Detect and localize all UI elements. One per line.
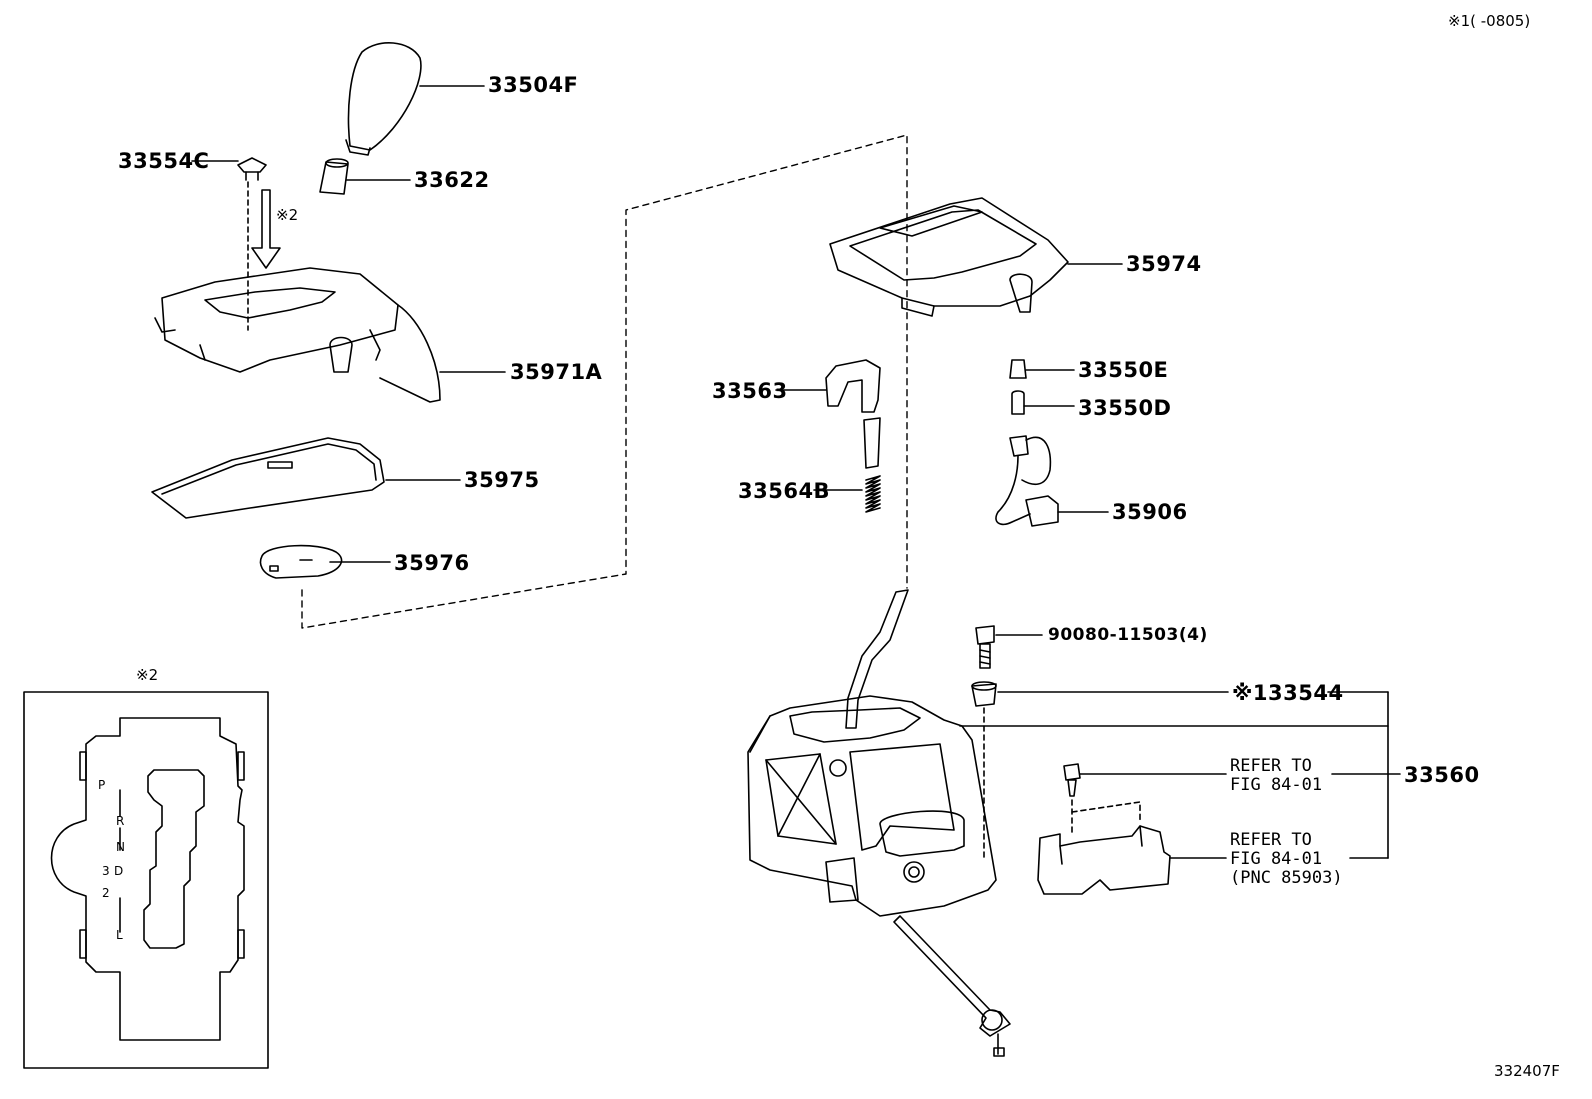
position-indicator-clip-part bbox=[192, 158, 266, 330]
gate-label-3: 3 bbox=[102, 864, 110, 878]
refer-note-2-line-1: REFER TO bbox=[1230, 830, 1312, 850]
part-label-35975[interactable]: 35975 bbox=[464, 468, 540, 492]
arrow-note: ※2 bbox=[276, 206, 299, 224]
indicator-plate-part bbox=[152, 438, 460, 518]
refer-note-2-line-3: (PNC 85903) bbox=[1230, 868, 1343, 888]
bolt-part bbox=[976, 626, 1042, 668]
slide-cover-part bbox=[261, 546, 390, 578]
shift-lever-assembly-part bbox=[748, 590, 1010, 1056]
wire-harness-part bbox=[996, 436, 1108, 526]
direction-arrow bbox=[252, 190, 280, 268]
inset-detail-box bbox=[24, 692, 268, 1068]
part-label-35971A[interactable]: 35971A bbox=[510, 360, 603, 384]
screw-part bbox=[1064, 764, 1226, 832]
dashed-linkage bbox=[302, 135, 907, 628]
part-label-33560[interactable]: 33560 bbox=[1404, 763, 1480, 787]
figure-code: 332407F bbox=[1494, 1062, 1560, 1080]
refer-note-2-line-2: FIG 84-01 bbox=[1230, 849, 1323, 869]
part-label-35974[interactable]: 35974 bbox=[1126, 252, 1202, 276]
part-label-33504F[interactable]: 33504F bbox=[488, 73, 579, 97]
part-label-35906[interactable]: 35906 bbox=[1112, 500, 1188, 524]
bulb-parts bbox=[1010, 360, 1074, 414]
refer-note-1-line-1: REFER TO bbox=[1230, 756, 1312, 776]
compression-spring-part bbox=[814, 476, 880, 512]
part-label-33564B[interactable]: 33564B bbox=[738, 479, 831, 503]
indicator-housing-part bbox=[155, 268, 505, 402]
part-label-33622[interactable]: 33622 bbox=[414, 168, 490, 192]
part-label-33554C[interactable]: 33554C bbox=[118, 149, 210, 173]
part-label-33563[interactable]: 33563 bbox=[712, 379, 788, 403]
refer-note-1-line-2: FIG 84-01 bbox=[1230, 775, 1323, 795]
gate-label-n: N bbox=[116, 840, 125, 854]
shift-knob-part bbox=[346, 43, 484, 155]
inset-title: ※2 bbox=[136, 666, 159, 684]
gate-label-p: P bbox=[98, 778, 106, 792]
gate-label-l: L bbox=[116, 928, 123, 942]
part-label-35976[interactable]: 35976 bbox=[394, 551, 470, 575]
refer-note-2[interactable]: REFER TO FIG 84-01 (PNC 85903) bbox=[1230, 831, 1343, 888]
shift-lock-rod-part bbox=[776, 360, 880, 468]
refer-note-1[interactable]: REFER TO FIG 84-01 bbox=[1230, 757, 1322, 795]
gate-label-r: R bbox=[116, 814, 125, 828]
assembly-bracket bbox=[960, 692, 1400, 858]
part-label-90080-11503[interactable]: 90080-11503(4) bbox=[1048, 625, 1208, 645]
shift-lock-solenoid-part bbox=[1038, 826, 1226, 894]
header-note: ※1( -0805) bbox=[1448, 12, 1531, 30]
gate-label-2: 2 bbox=[102, 886, 110, 900]
shift-lever-bushing-part bbox=[972, 682, 1228, 860]
part-label-33544[interactable]: ※133544 bbox=[1232, 681, 1344, 705]
gate-label-d: D bbox=[114, 864, 124, 878]
part-label-33550D[interactable]: 33550D bbox=[1078, 396, 1172, 420]
part-label-33550E[interactable]: 33550E bbox=[1078, 358, 1169, 382]
shift-knob-bushing-part bbox=[320, 159, 410, 194]
position-indicator-bracket-part bbox=[830, 198, 1122, 316]
